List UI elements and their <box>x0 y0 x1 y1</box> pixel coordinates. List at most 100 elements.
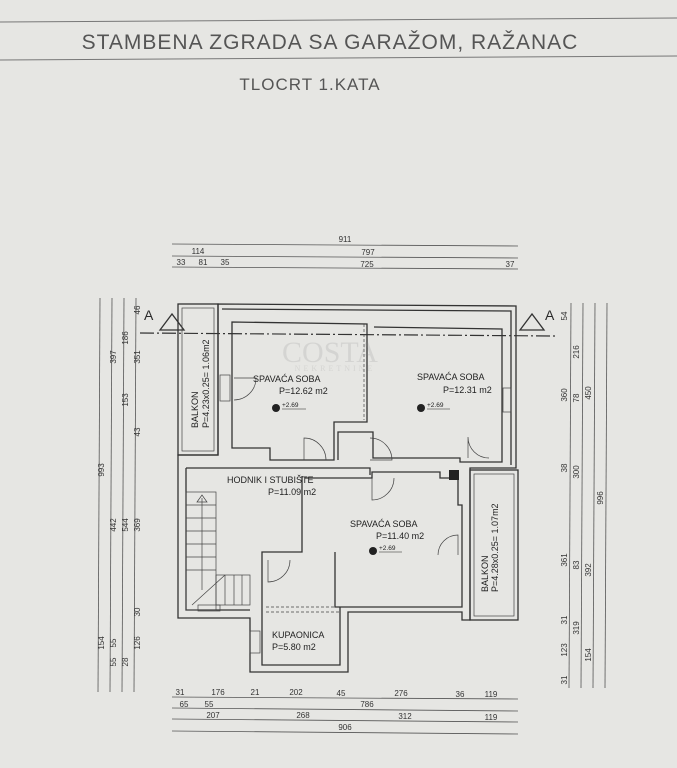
door-bedroom-2-icon <box>369 437 393 461</box>
room-name: BALKON <box>480 555 490 592</box>
dim-label: 55 <box>109 638 118 647</box>
dim-label: 351 <box>133 350 142 364</box>
room-bedroom-3: SPAVAĆA SOBA P=11.40 m2 +2.69 <box>350 519 424 555</box>
dim-label: 996 <box>596 491 605 505</box>
dim-label: 55 <box>205 700 214 709</box>
bottom-dimensions: 31 176 21 202 45 276 36 119 65 55 786 20… <box>171 688 519 735</box>
dim-label: 392 <box>584 563 593 577</box>
room-area: P=4.28x0.25= 1.07m2 <box>490 503 500 592</box>
dim-label: 361 <box>560 553 569 567</box>
room-area: P=11.09 m2 <box>268 487 316 497</box>
dim-label: 176 <box>211 688 225 697</box>
door-bedroom-3-balcony-icon <box>437 534 459 556</box>
room-level: +2.69 <box>282 402 299 409</box>
section-label-right: A <box>545 307 555 323</box>
dim-label: 54 <box>560 311 569 320</box>
dim-label: 36 <box>456 690 465 699</box>
dim-label: 37 <box>506 260 515 269</box>
dim-label: 123 <box>560 643 569 657</box>
window-icon <box>197 604 221 612</box>
building-walls <box>177 303 519 673</box>
left-dimensions: 993 397 442 154 186 153 544 55 46 351 43… <box>97 297 142 693</box>
dim-label: 725 <box>360 260 374 269</box>
watermark-logo: COSTA NEKRETNINE <box>282 336 378 373</box>
dim-label: 154 <box>97 636 106 650</box>
dim-label: 154 <box>584 648 593 662</box>
room-balcony-left: BALKON P=4.23x0.25= 1.06m2 <box>190 339 211 428</box>
dim-label: 268 <box>296 711 310 720</box>
level-marker-icon <box>272 404 280 412</box>
door-bedroom-1-icon <box>303 437 327 461</box>
dim-label: 78 <box>572 393 581 402</box>
room-bathroom: KUPAONICA P=5.80 m2 <box>272 630 324 652</box>
dim-label: 43 <box>133 427 142 436</box>
dim-label: 276 <box>394 689 408 698</box>
dim-label: 906 <box>338 723 352 732</box>
door-bedroom-2-balcony-icon <box>467 436 490 459</box>
dim-label: 300 <box>572 465 581 479</box>
dim-label: 83 <box>572 560 581 569</box>
section-label-left: A <box>144 307 154 323</box>
dim-label: 216 <box>572 345 581 359</box>
room-name: BALKON <box>190 391 200 428</box>
balcony-left-outline <box>177 303 219 456</box>
dim-label: 544 <box>121 518 130 532</box>
dim-label: 45 <box>337 689 346 698</box>
room-balcony-right: BALKON P=4.28x0.25= 1.07m2 <box>480 503 500 592</box>
dim-label: 786 <box>360 700 374 709</box>
dim-label: 81 <box>199 258 208 267</box>
dim-label: 312 <box>398 712 412 721</box>
dim-label: 38 <box>560 463 569 472</box>
dim-label: 450 <box>584 386 593 400</box>
title-top-rule <box>0 17 677 23</box>
room-bedroom-1: SPAVAĆA SOBA P=12.62 m2 +2.69 <box>253 374 328 412</box>
dim-label: 797 <box>361 248 375 257</box>
dim-label: 397 <box>109 350 118 364</box>
room-name: SPAVAĆA SOBA <box>417 372 485 382</box>
door-bedroom-3-icon <box>371 477 395 501</box>
dim-label: 442 <box>109 518 118 532</box>
chimney-shaft-icon <box>449 470 459 480</box>
bedroom-1-walls <box>231 321 368 461</box>
level-marker-icon <box>417 404 425 412</box>
dim-label: 369 <box>133 518 142 532</box>
dim-label: 33 <box>177 258 186 267</box>
dim-label: 207 <box>206 711 220 720</box>
door-bathroom-icon <box>267 559 291 583</box>
svg-text:NEKRETNINE: NEKRETNINE <box>295 364 376 373</box>
dim-label: 46 <box>133 305 142 314</box>
dim-label: 35 <box>221 258 230 267</box>
dim-label: 55 <box>109 657 118 666</box>
room-area: P=12.62 m2 <box>279 386 328 396</box>
dim-label: 21 <box>251 688 260 697</box>
room-area: P=5.80 m2 <box>272 642 316 652</box>
room-name: HODNIK I STUBIŠTE <box>227 475 314 485</box>
room-bedroom-2: SPAVAĆA SOBA P=12.31 m2 +2.69 <box>417 372 492 412</box>
dim-label: 28 <box>121 657 130 666</box>
dim-label: 153 <box>121 393 130 407</box>
staircase <box>185 491 251 611</box>
room-level: +2.69 <box>379 545 396 552</box>
room-area: P=11.40 m2 <box>376 531 424 541</box>
dim-label: 31 <box>560 675 569 684</box>
bathroom-walls <box>261 476 341 666</box>
room-area: P=12.31 m2 <box>443 385 492 395</box>
top-dimensions: 911 114 797 33 81 35 725 37 <box>171 235 519 270</box>
room-area: P=4.23x0.25= 1.06m2 <box>201 339 211 428</box>
room-hallway: HODNIK I STUBIŠTE P=11.09 m2 <box>227 475 316 497</box>
balcony-right-outline <box>469 469 519 621</box>
right-dimensions: 54 216 360 78 450 38 300 996 361 83 392 … <box>560 302 608 689</box>
bedroom-2-walls <box>337 326 503 463</box>
dim-label: 31 <box>176 688 185 697</box>
drawing-subtitle: TLOCRT 1.KATA <box>239 75 380 94</box>
title-bottom-rule <box>0 55 677 61</box>
room-level: +2.69 <box>427 402 444 409</box>
dim-label: 186 <box>121 331 130 345</box>
drawing-title: STAMBENA ZGRADA SA GARAŽOM, RAŽANAC <box>82 31 579 54</box>
section-marker-right-icon <box>518 312 546 331</box>
dim-label: 114 <box>192 247 205 256</box>
dim-label: 202 <box>289 688 303 697</box>
dim-label: 119 <box>485 713 498 722</box>
